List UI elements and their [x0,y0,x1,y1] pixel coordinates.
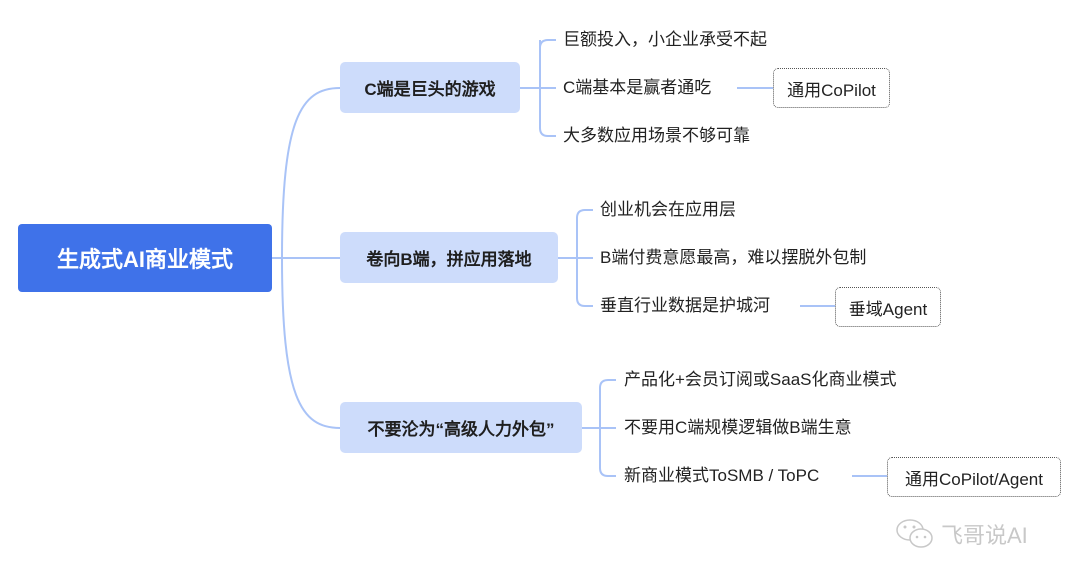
leaf-node[interactable]: 巨额投入，小企业承受不起 [563,30,767,49]
watermark: 飞哥说AI [895,518,1028,550]
leaf-node[interactable]: 大多数应用场景不够可靠 [563,126,750,145]
root-node[interactable]: 生成式AI商业模式 [18,224,272,292]
leaf-node[interactable]: C端基本是赢者通吃 [563,78,712,97]
leaf-node[interactable]: 创业机会在应用层 [600,200,736,219]
branch-node-outsourcing[interactable]: 不要沦为“高级人力外包” [340,402,582,453]
leaf-node[interactable]: 新商业模式ToSMB / ToPC [624,466,820,485]
watermark-text: 飞哥说AI [941,523,1028,548]
leaf-node[interactable]: 产品化+会员订阅或SaaS化商业模式 [624,370,897,389]
wechat-icon [896,519,933,548]
leaf-node[interactable]: B端付费意愿最高，难以摆脱外包制 [600,248,867,267]
branch-node-b-end[interactable]: 卷向B端，拼应用落地 [340,232,558,283]
tag-node[interactable]: 通用CoPilot [773,68,890,108]
tag-node[interactable]: 通用CoPilot/Agent [887,457,1061,497]
branch-node-c-end[interactable]: C端是巨头的游戏 [340,62,520,113]
tag-node[interactable]: 垂域Agent [835,287,941,327]
leaf-node[interactable]: 垂直行业数据是护城河 [600,296,770,315]
leaf-node[interactable]: 不要用C端规模逻辑做B端生意 [624,418,852,437]
